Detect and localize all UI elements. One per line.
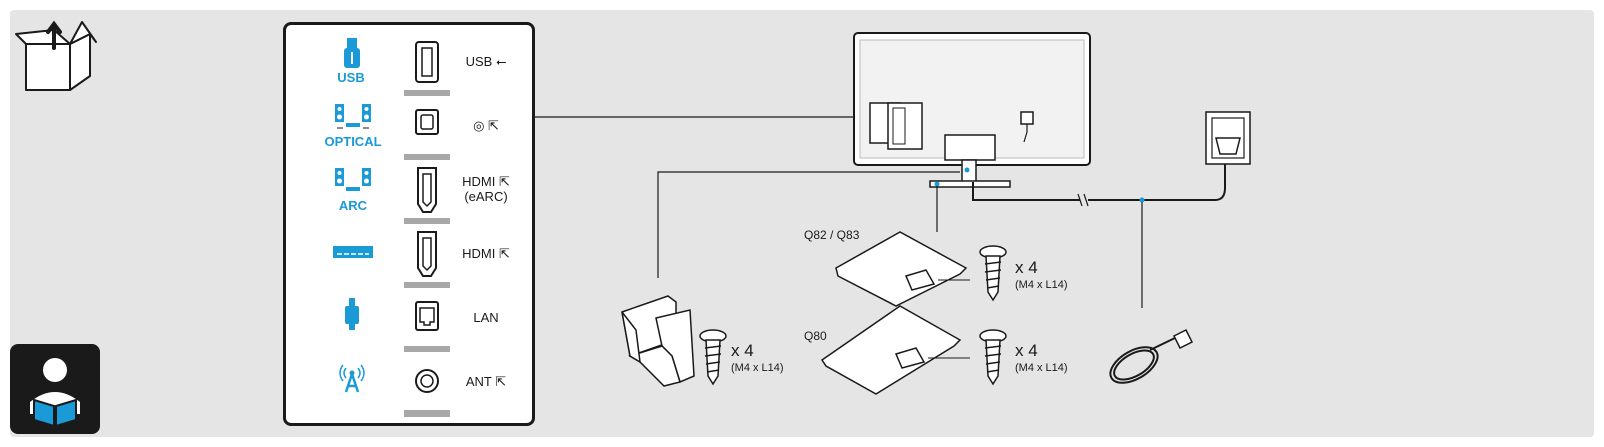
diagram-background xyxy=(10,10,1594,437)
port-name-lan: LAN xyxy=(473,310,499,325)
screw-count-q80: x 4 xyxy=(1015,341,1038,360)
antenna-port-icon xyxy=(415,369,439,393)
screw-size-left: (M4 x L14) xyxy=(731,362,784,374)
port-row-usb: USB USB ⭠ xyxy=(301,32,523,90)
usb-port-icon xyxy=(415,41,439,83)
screw-count-left: x 4 xyxy=(731,341,754,360)
port-name-hdmi-earc: HDMI ⇱ (eARC) xyxy=(449,174,523,204)
device-label-usb: USB xyxy=(337,70,365,85)
device-label-arc: ARC xyxy=(338,198,368,213)
connection-port-panel: USB USB ⭠ OPTICAL ◎ ⇱ xyxy=(283,22,535,426)
stand-q80-label: Q80 xyxy=(804,329,827,343)
optical-port-icon xyxy=(415,109,439,135)
speakers-icon xyxy=(335,104,371,129)
lan-port-icon xyxy=(415,301,439,331)
port-name-hdmi-earc-line2: (eARC) xyxy=(464,189,508,204)
screw-size-q82: (M4 x L14) xyxy=(1015,279,1068,291)
open-box-arrow-icon xyxy=(15,20,97,91)
set-top-box-icon xyxy=(333,246,373,258)
port-row-hdmi: HDMI ⇱ xyxy=(301,224,523,282)
port-row-lan: LAN xyxy=(301,288,523,346)
port-row-optical: OPTICAL ◎ ⇱ xyxy=(301,96,523,154)
stand-q82-label: Q82 / Q83 xyxy=(804,228,860,242)
hdmi-port-icon xyxy=(417,167,437,213)
port-name-hdmi: HDMI ⇱ xyxy=(462,246,510,261)
screw-size-q80: (M4 x L14) xyxy=(1015,362,1068,374)
port-row-arc: ARC HDMI ⇱ (eARC) xyxy=(301,160,523,218)
usb-stick-icon xyxy=(344,38,360,68)
hdmi-port-icon xyxy=(417,231,437,277)
screw-count-q82: x 4 xyxy=(1015,258,1038,277)
port-row-ant: ANT ⇱ xyxy=(301,352,523,410)
port-name-hdmi-earc-line1: HDMI ⇱ xyxy=(462,174,510,189)
device-label-optical: OPTICAL xyxy=(324,134,382,149)
port-name-ant: ANT ⇱ xyxy=(465,374,507,389)
lan-cable-icon xyxy=(345,298,359,330)
speakers-icon xyxy=(335,168,371,191)
antenna-icon xyxy=(339,364,365,393)
person-reading-manual-icon xyxy=(10,344,100,434)
port-name-usb: USB ⭠ xyxy=(465,54,507,69)
port-name-optical: ◎ ⇱ xyxy=(473,118,499,133)
